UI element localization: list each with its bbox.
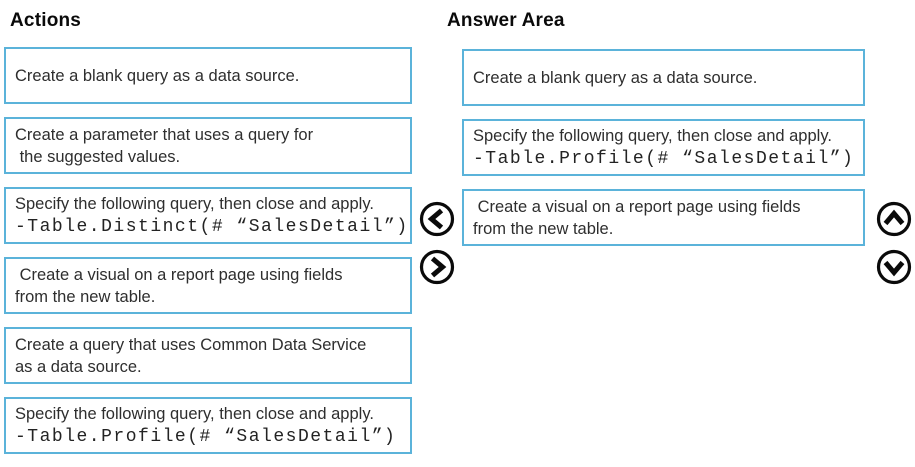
answer-card[interactable]: Specify the following query, then close … (462, 119, 865, 176)
action-card[interactable]: Create a blank query as a data source. (4, 47, 412, 104)
answer-card[interactable]: Create a visual on a report page using f… (462, 189, 865, 246)
actions-column: Create a blank query as a data source. C… (4, 47, 412, 467)
chevron-left-icon (419, 201, 455, 237)
action-card[interactable]: Specify the following query, then close … (4, 187, 412, 244)
card-text: Create a parameter that uses a query for… (15, 125, 314, 166)
action-card[interactable]: Specify the following query, then close … (4, 397, 412, 454)
action-card[interactable]: Create a query that uses Common Data Ser… (4, 327, 412, 384)
move-down-button[interactable] (875, 248, 913, 286)
answer-area-heading: Answer Area (447, 10, 565, 31)
card-text: Specify the following query, then close … (473, 126, 832, 145)
chevron-right-icon (419, 249, 455, 285)
action-card[interactable]: Create a parameter that uses a query for… (4, 117, 412, 174)
card-code: -Table.Distinct(# “SalesDetail”) (15, 216, 409, 237)
card-text: Create a blank query as a data source. (473, 68, 758, 87)
move-right-button[interactable] (418, 248, 456, 286)
card-text: Create a visual on a report page using f… (15, 265, 343, 306)
card-text: Create a query that uses Common Data Ser… (15, 335, 367, 376)
card-code: -Table.Profile(# “SalesDetail”) (473, 148, 855, 169)
answer-area-column: Create a blank query as a data source. S… (462, 49, 865, 259)
card-text: Specify the following query, then close … (15, 194, 374, 213)
chevron-down-icon (876, 249, 912, 285)
move-left-button[interactable] (418, 200, 456, 238)
actions-heading: Actions (10, 10, 82, 31)
answer-card[interactable]: Create a blank query as a data source. (462, 49, 865, 106)
chevron-up-icon (876, 201, 912, 237)
card-text: Create a visual on a report page using f… (473, 197, 801, 238)
card-code: -Table.Profile(# “SalesDetail”) (15, 426, 397, 447)
move-up-button[interactable] (875, 200, 913, 238)
card-text: Specify the following query, then close … (15, 404, 374, 423)
card-text: Create a blank query as a data source. (15, 66, 300, 85)
action-card[interactable]: Create a visual on a report page using f… (4, 257, 412, 314)
